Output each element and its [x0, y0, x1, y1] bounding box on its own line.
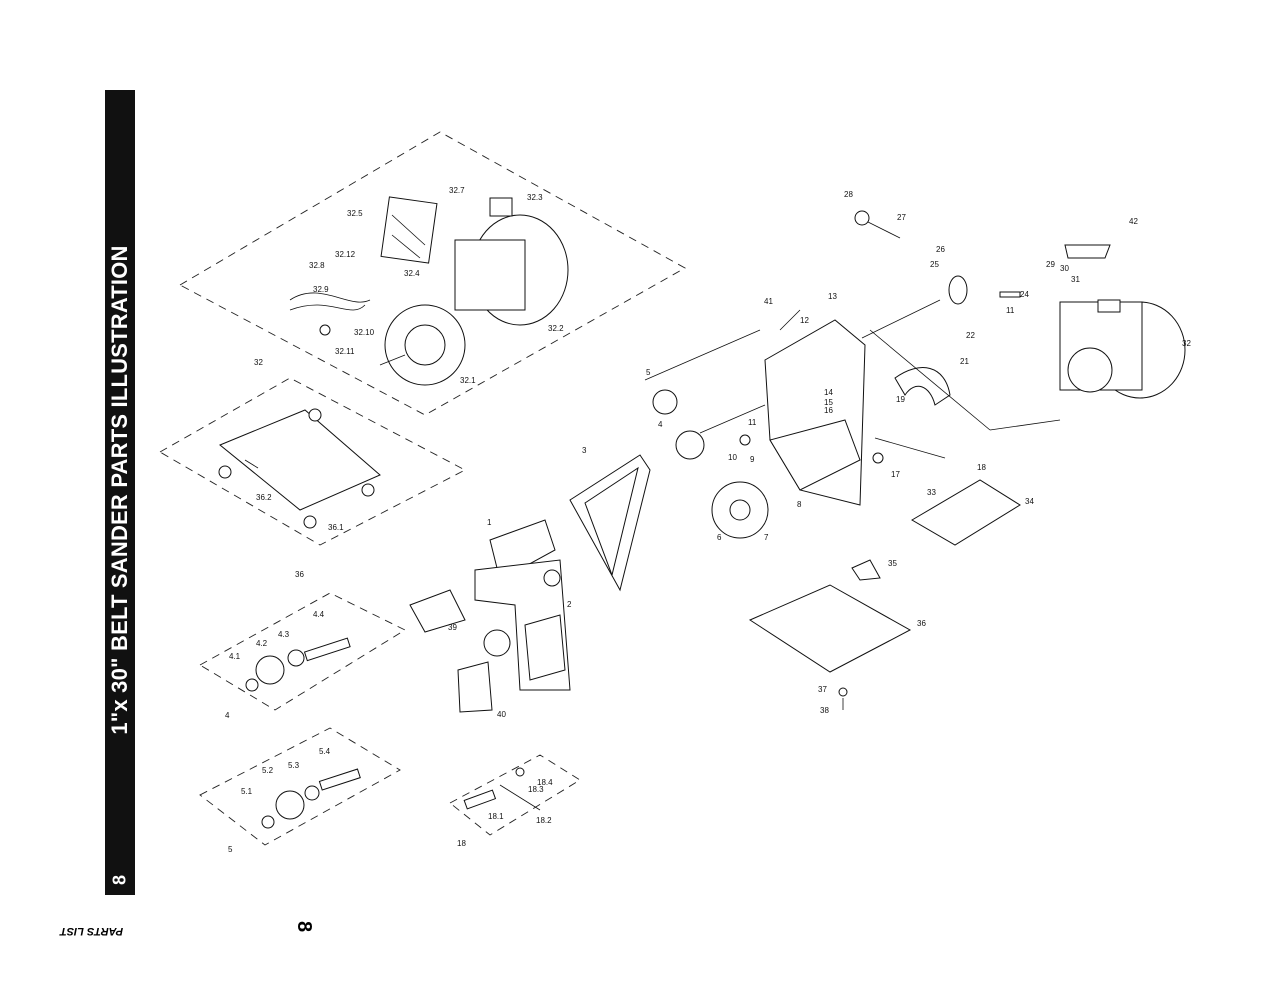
- part-callout: 4.3: [278, 630, 290, 639]
- base-plate-drawing: [218, 408, 381, 529]
- part-callout: 37: [818, 685, 827, 694]
- part-callout: 1: [487, 518, 492, 527]
- motor-subassembly-outline: [179, 131, 686, 416]
- drive-wheel-drawing: [245, 637, 351, 692]
- part-callout: 34: [1025, 497, 1034, 506]
- part-callout: 32.12: [335, 250, 356, 259]
- part-callout: 4.4: [313, 610, 325, 619]
- part-callout: 21: [960, 357, 969, 366]
- part-callout: 5.4: [319, 747, 331, 756]
- part-callout: 32.4: [404, 269, 420, 278]
- part-callout: 13: [828, 292, 837, 301]
- part-callout: 10: [728, 453, 737, 462]
- part-callout: 32.11: [335, 347, 355, 356]
- part-callout: 5.3: [288, 761, 300, 770]
- part-callout: 2: [567, 600, 572, 609]
- part-callout: 41: [764, 297, 773, 306]
- part-callout: 32.8: [309, 261, 325, 270]
- part-callout: 26: [936, 245, 945, 254]
- part-callout: 6: [717, 533, 722, 542]
- part-callout: 27: [897, 213, 906, 222]
- part-callout: 29: [1046, 260, 1055, 269]
- part-callout: 3: [582, 446, 587, 455]
- part-callout: 42: [1129, 217, 1138, 226]
- part-callout: 5: [228, 845, 233, 854]
- page-title: 1"x 30" BELT SANDER PARTS ILLUSTRATION: [107, 245, 132, 735]
- idler-wheel-drawing: [261, 768, 361, 829]
- part-callout: 18.3: [528, 785, 544, 794]
- part-callout: 16: [824, 406, 833, 415]
- part-callout: 15: [824, 398, 833, 407]
- part-callout: 35: [888, 559, 897, 568]
- part-callout: 18: [977, 463, 986, 472]
- part-callout: 8: [797, 500, 802, 509]
- part-callout: 5: [646, 368, 651, 377]
- part-callout: 18: [457, 839, 466, 848]
- part-callout: 39: [448, 623, 457, 632]
- part-callout: 4: [225, 711, 230, 720]
- part-callout: 18.1: [488, 812, 504, 821]
- part-callout: 32.7: [449, 186, 465, 195]
- part-callout: 36.2: [256, 493, 272, 502]
- part-callout: 5.2: [262, 766, 274, 775]
- part-callout: 11: [748, 418, 757, 427]
- part-callout: 11: [1006, 306, 1015, 315]
- part-callout: 32.5: [347, 209, 363, 218]
- part-callout: 17: [891, 470, 900, 479]
- part-callout: 9: [750, 455, 755, 464]
- part-callout: 25: [930, 260, 939, 269]
- side-banner: [105, 90, 135, 895]
- part-callout: 38: [820, 706, 829, 715]
- motor-drawing: [289, 196, 569, 386]
- part-callout: 7: [764, 533, 769, 542]
- tension-lever-drawing: [463, 767, 541, 811]
- part-callout: 36: [295, 570, 304, 579]
- part-callout: 4.2: [256, 639, 268, 648]
- part-callout: 32.1: [460, 376, 476, 385]
- part-callout: 12: [800, 316, 809, 325]
- idler-wheel-subassembly-outline: [199, 727, 401, 846]
- part-callout: 32.2: [548, 324, 564, 333]
- part-callout: 19: [896, 395, 905, 404]
- part-callout: 22: [966, 331, 975, 340]
- part-callout: 24: [1020, 290, 1029, 299]
- part-callout: 31: [1071, 275, 1080, 284]
- part-callout: 4.1: [229, 652, 241, 661]
- tension-lever-subassembly-outline: [449, 754, 581, 836]
- drive-wheel-subassembly-outline: [199, 592, 406, 711]
- page-number: 8: [109, 874, 130, 886]
- part-callout: 32.9: [313, 285, 329, 294]
- part-callout: 32.3: [527, 193, 543, 202]
- part-callout: 5.1: [241, 787, 253, 796]
- base-subassembly-outline: [159, 377, 466, 546]
- part-callout: 36.1: [328, 523, 344, 532]
- part-callout: 32: [1182, 339, 1191, 348]
- part-callout: 32: [254, 358, 263, 367]
- footer-section-label: PARTS LIST: [60, 925, 124, 937]
- part-callout: 28: [844, 190, 853, 199]
- part-callout: 18.2: [536, 816, 552, 825]
- footer-page-number: 8: [293, 920, 316, 933]
- part-callout: 30: [1060, 264, 1069, 273]
- sander-assembly-drawing: [409, 210, 1186, 713]
- part-callout: 40: [497, 710, 506, 719]
- part-callout: 36: [917, 619, 926, 628]
- part-callout: 33: [927, 488, 936, 497]
- part-callout: 14: [824, 388, 833, 397]
- part-callout: 18.4: [537, 778, 553, 787]
- part-callout: 4: [658, 420, 663, 429]
- part-callout: 32.10: [354, 328, 375, 337]
